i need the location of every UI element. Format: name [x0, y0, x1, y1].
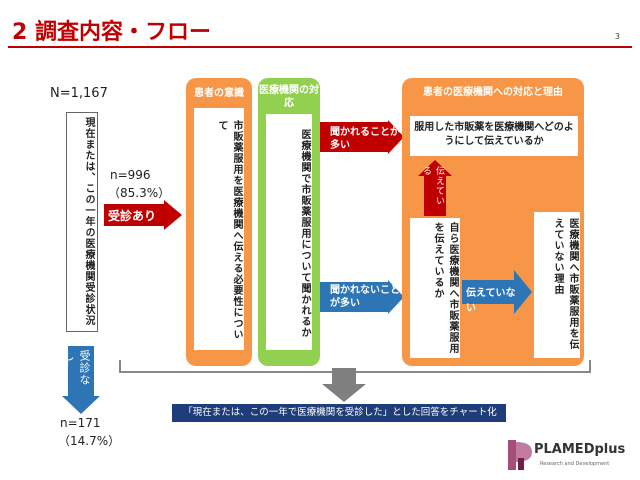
reason-not-conveyed-box — [534, 212, 580, 358]
conveyed-arrow-label: 伝えている — [421, 166, 444, 206]
not-visited-arrow — [62, 346, 100, 414]
self-report-box — [410, 218, 460, 358]
awareness-question-text: 市販薬服用を医療機関へ伝える必要性について — [216, 120, 242, 340]
page-number: 3 — [614, 32, 620, 41]
total-sample-count: N=1,167 — [50, 86, 108, 101]
awareness-question-box — [194, 108, 244, 350]
title-underline — [8, 46, 632, 48]
not-visited-count: n=171 — [60, 416, 101, 430]
plamed-logo-icon — [508, 440, 532, 470]
asked-arrow — [320, 120, 404, 154]
how-conveyed-text: 服用した市販薬を医療機関へどのようにして伝えているか — [414, 122, 574, 147]
medical-question-text: 医療機関で市販薬服用について聞かれるか — [299, 128, 310, 338]
visited-arrow — [104, 200, 182, 230]
asked-arrow-label: 聞かれることが多い — [330, 127, 400, 151]
how-conveyed-box — [410, 116, 578, 156]
not-visited-percent: （14.7%） — [58, 434, 121, 448]
not-conveyed-arrow-label: 伝えていない — [466, 288, 516, 314]
conveyed-arrow — [418, 160, 452, 216]
medical-column-title: 医療機関の対応 — [259, 85, 319, 109]
visited-arrow-label: 受診あり — [108, 209, 157, 223]
medical-question-box — [266, 114, 312, 350]
survey-question-text: 現在または、この一年の医療機関受診状況 — [83, 116, 94, 326]
survey-question-box — [66, 112, 98, 332]
page-title: 2 調査内容・フロー — [12, 20, 211, 45]
response-column-title: 患者の医療機関への対応と理由 — [423, 87, 563, 98]
reason-not-conveyed-text: 医療機関へ市販薬服用を伝えていない理由 — [552, 218, 578, 350]
not-asked-arrow-label: 聞かれないことが多い — [330, 285, 400, 309]
self-report-text: 自ら医療機関へ市販薬服用を伝えているか — [432, 222, 458, 354]
not-conveyed-arrow — [462, 270, 532, 314]
note-bar — [172, 404, 506, 422]
note-text: 「現在または、この一年で医療機関を受診した」とした回答をチャート化 — [183, 407, 497, 418]
logo-name: PLAMEDplus — [534, 442, 626, 457]
visited-percent: （85.3%） — [108, 186, 171, 200]
visited-count: n=996 — [110, 168, 151, 182]
summary-down-arrow — [322, 368, 366, 402]
not-asked-arrow — [320, 280, 404, 314]
logo-subtitle: Research and Development — [540, 461, 610, 467]
awareness-column-title: 患者の意識 — [194, 88, 244, 99]
not-visited-arrow-label: 受診なし — [62, 350, 91, 386]
